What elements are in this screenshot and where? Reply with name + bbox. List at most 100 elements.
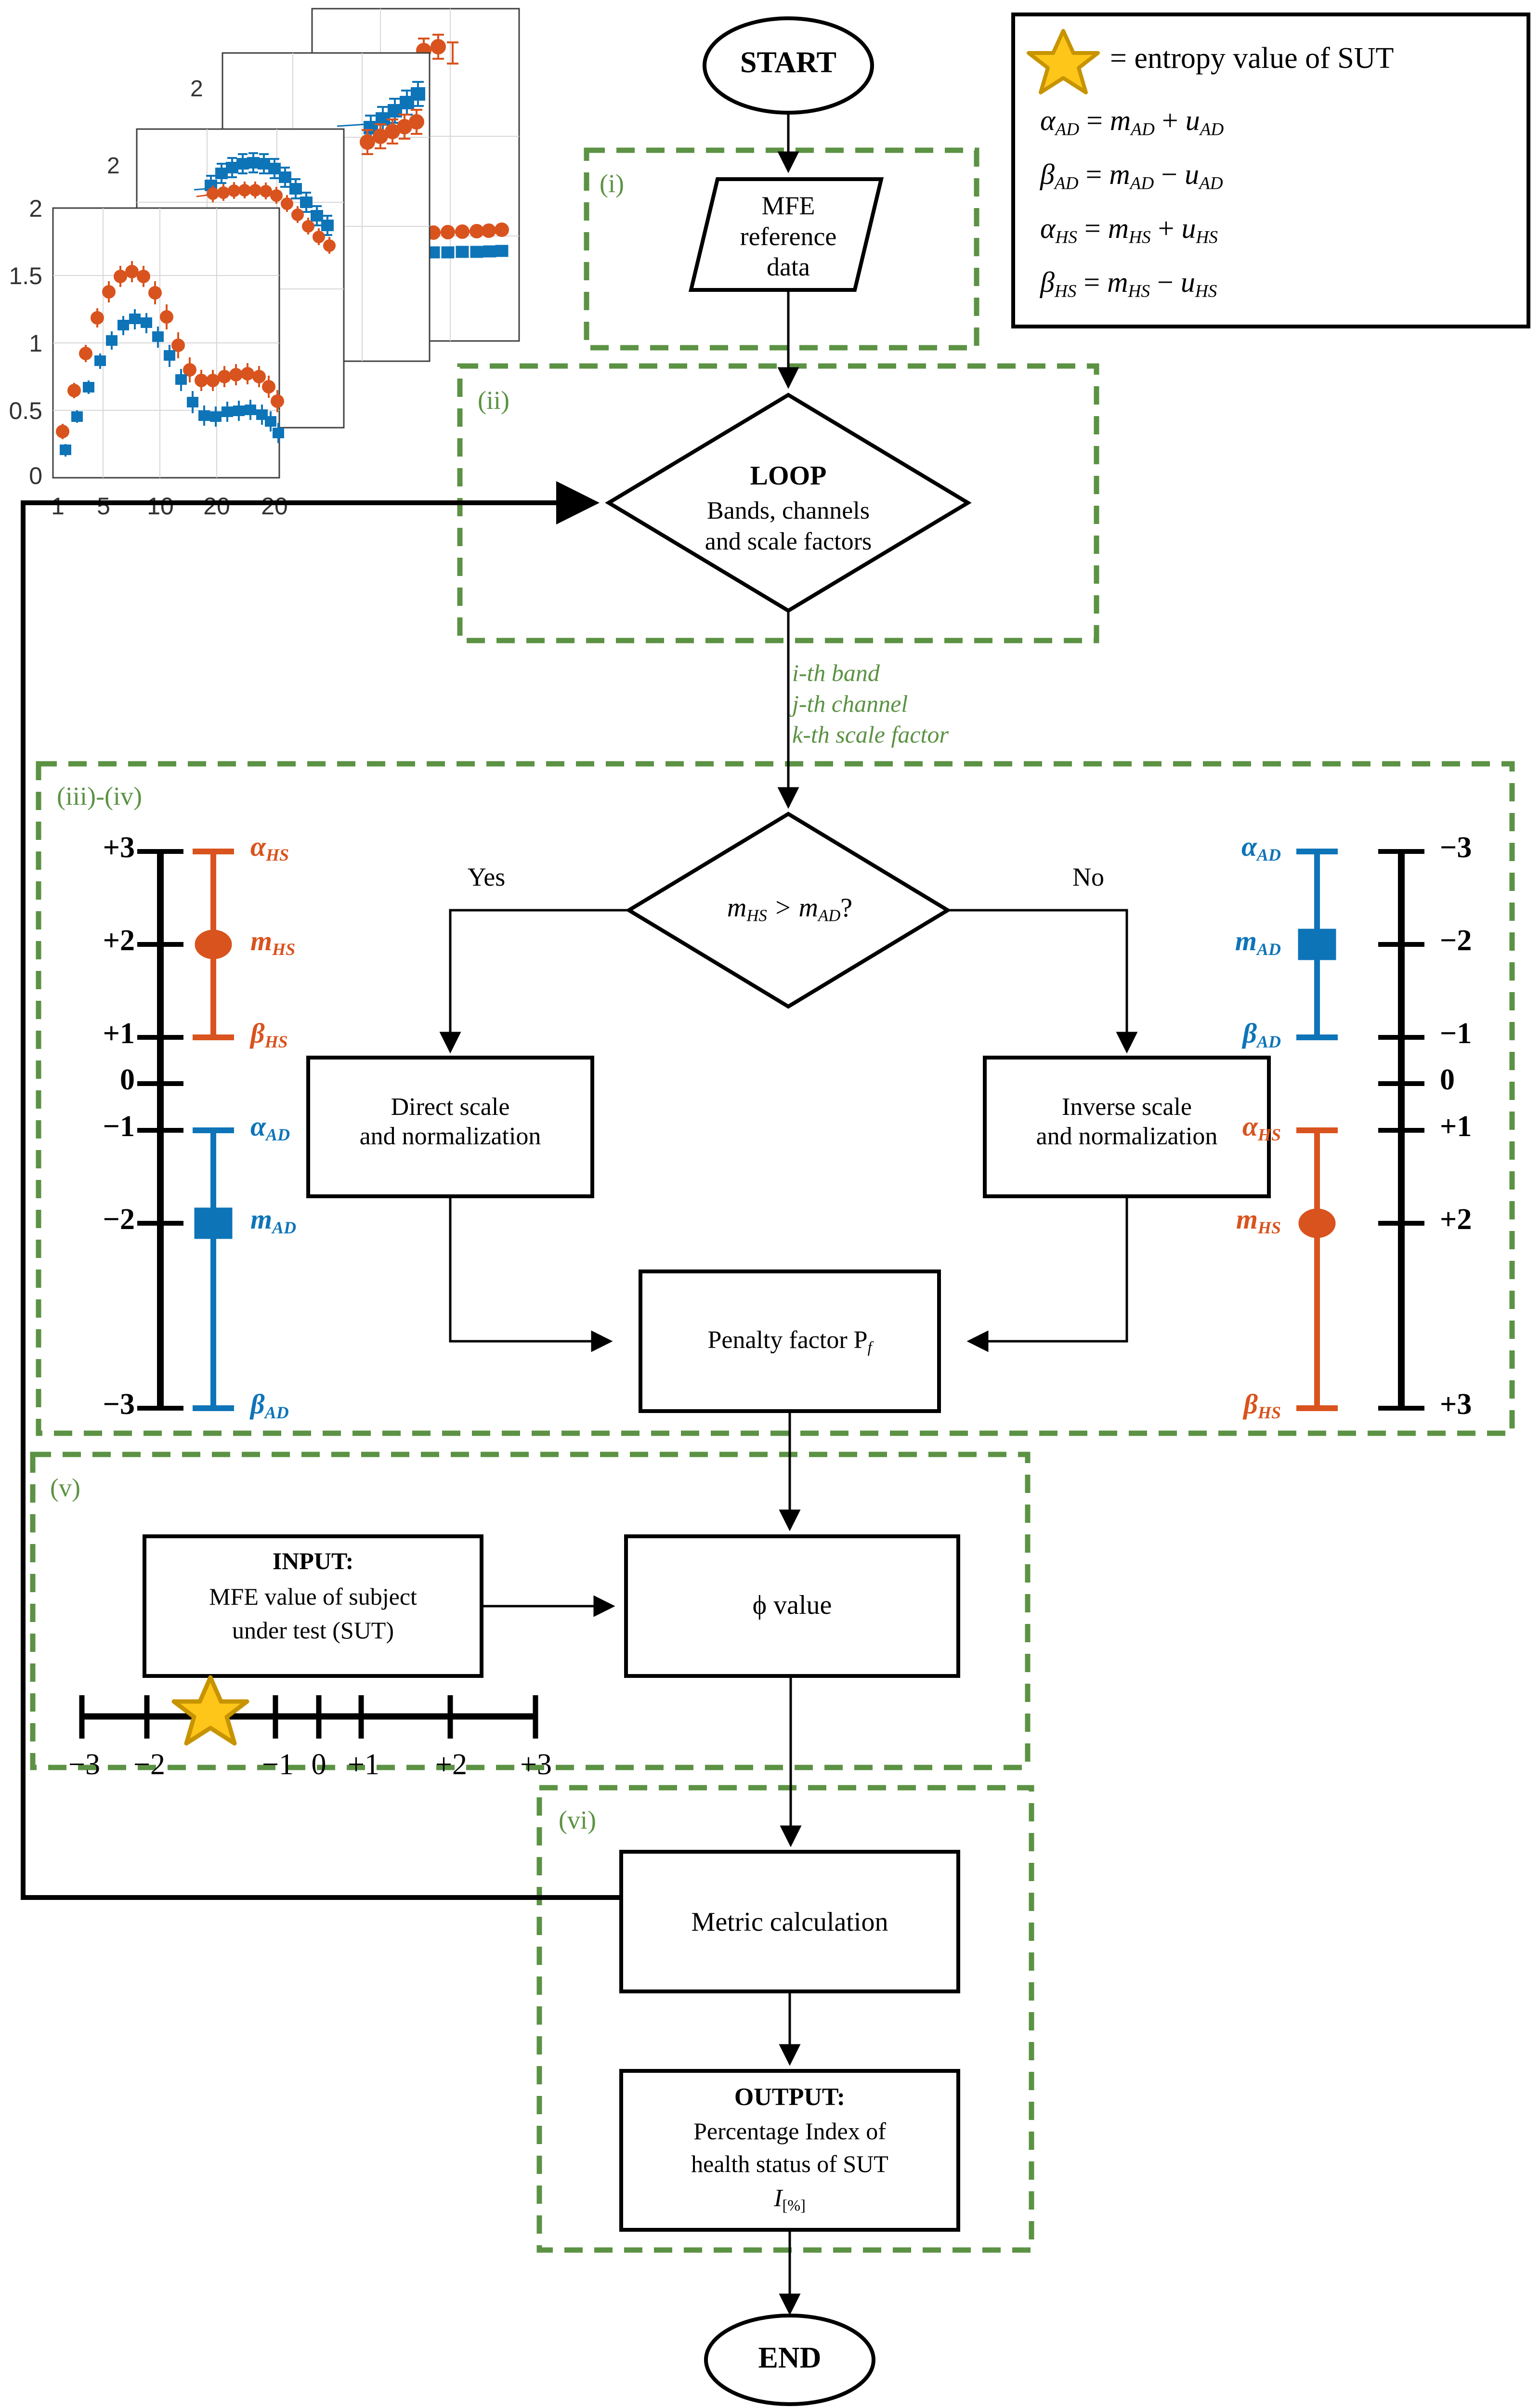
right-hs-errorbar: [1296, 1127, 1338, 1411]
svg-text:20: 20: [203, 493, 230, 520]
penalty-factor-node: [639, 1269, 941, 1413]
entropy-star-icon: [171, 1675, 249, 1746]
input-sut-node: [143, 1534, 483, 1678]
right-tick-label-3: 0: [1440, 1063, 1455, 1096]
svg-text:0.5: 0.5: [9, 397, 42, 424]
mfe-line-3: data: [767, 252, 810, 282]
legend-equation-0: αAD = mAD + uAD: [1040, 105, 1224, 140]
left-tick-label-2: +1: [103, 1017, 135, 1050]
legend-equation-2: αHS = mHS + uHS: [1040, 212, 1218, 248]
direct-scale-line-1: Direct scale: [391, 1093, 510, 1121]
svg-text:2: 2: [107, 153, 120, 179]
right-tick-label-0: −3: [1440, 831, 1472, 864]
input-title: INPUT:: [272, 1547, 354, 1574]
sut-tick-label-0: −3: [68, 1748, 100, 1781]
right-ad-errorbar: [1296, 849, 1338, 1040]
left-tick-label-3: 0: [120, 1063, 135, 1096]
phi-value-label: ϕ value: [752, 1590, 832, 1620]
svg-text:10: 10: [147, 493, 174, 520]
penalty-factor-subscript: f: [867, 1338, 872, 1356]
sut-numberline: [79, 1675, 538, 1746]
metric-calculation-label: Metric calculation: [691, 1907, 888, 1937]
loop-body-line-2: and scale factors: [705, 528, 872, 555]
input-line-1: MFE value of subject: [209, 1583, 417, 1610]
inverse-scale-label: Inverse scale and normalization: [990, 1092, 1264, 1152]
loop-body-line-1: Bands, channels: [707, 497, 870, 524]
left-scale-axis: [137, 849, 183, 1411]
left-beta-hs-label: βHS: [250, 1018, 288, 1052]
direct-scale-label: Direct scale and normalization: [313, 1092, 587, 1152]
legend-star-icon: [1027, 29, 1100, 94]
decision-sub2: AD: [818, 906, 841, 925]
left-alpha-ad-label: αAD: [250, 1111, 290, 1145]
right-tick-label-1: −2: [1440, 924, 1472, 957]
legend-star-text: = entropy value of SUT: [1110, 42, 1394, 75]
no-branch-line: [948, 909, 1138, 1054]
right-m-hs-label: mHS: [1236, 1204, 1281, 1238]
legend-equation-3: βHS = mHS − uHS: [1040, 266, 1217, 301]
stage-label-v: (v): [50, 1473, 80, 1502]
output-node: [619, 2069, 960, 2232]
loop-annotation-band: i-th band: [792, 659, 880, 686]
left-alpha-hs-label: αHS: [250, 831, 289, 865]
svg-text:5: 5: [97, 493, 110, 520]
end-label: END: [758, 2342, 822, 2374]
right-tick-label-6: +3: [1440, 1388, 1472, 1421]
inverse-scale-line-2: and normalization: [1036, 1123, 1218, 1151]
mfe-reference-data-node: [688, 177, 884, 292]
output-symbol-label: I[%]: [624, 2184, 956, 2214]
output-line-1: Percentage Index of: [693, 2118, 886, 2145]
stage-label-ii: (ii): [478, 386, 509, 415]
sut-tick-label-3: 0: [311, 1748, 326, 1781]
stage-label-i: (i): [600, 169, 624, 198]
sut-tick-label-6: +3: [520, 1748, 552, 1781]
svg-text:0: 0: [29, 462, 42, 489]
stage-vi-container: [536, 1785, 1034, 2253]
right-beta-hs-label: βHS: [1243, 1388, 1281, 1423]
direct-to-penalty-line: [449, 1196, 613, 1352]
decision-q: ?: [840, 893, 853, 923]
phi-value-node: [624, 1534, 960, 1678]
decision-m2: m: [798, 893, 818, 923]
decision-op: >: [767, 893, 799, 923]
comparison-decision-node: [625, 811, 952, 1009]
sut-tick-label-2: −1: [262, 1748, 294, 1781]
svg-text:1.5: 1.5: [9, 262, 42, 289]
loop-annotation-channel: j-th channel: [792, 690, 908, 717]
comparison-decision-label: mHS > mAD?: [669, 892, 910, 926]
legend-equation-1: βAD = mAD − uAD: [1040, 158, 1223, 194]
stage-v-container: [30, 1452, 1031, 1770]
right-beta-ad-label: βAD: [1242, 1018, 1281, 1052]
left-m-hs-label: mHS: [250, 925, 296, 959]
direct-scale-line-2: and normalization: [359, 1123, 541, 1151]
svg-text:20: 20: [261, 493, 288, 520]
left-m-ad-label: mAD: [250, 1204, 297, 1238]
right-alpha-ad-label: αAD: [1241, 831, 1281, 865]
left-tick-label-4: −1: [103, 1110, 135, 1143]
no-label: No: [1072, 863, 1104, 891]
sut-tick-label-5: +2: [435, 1748, 467, 1781]
input-line-2: under test (SUT): [232, 1617, 394, 1644]
right-alpha-hs-label: αHS: [1242, 1111, 1281, 1145]
svg-text:2: 2: [190, 76, 203, 102]
output-line-2: health status of SUT: [691, 2150, 888, 2177]
stage-i-container: [584, 147, 979, 351]
direct-scale-node: [306, 1056, 594, 1198]
yes-label: Yes: [467, 863, 506, 891]
penalty-factor-label: Penalty factor Pf: [645, 1325, 934, 1356]
right-tick-label-5: +2: [1440, 1203, 1472, 1236]
svg-text:1: 1: [51, 493, 65, 520]
end-node: [704, 2314, 875, 2406]
mfe-line-1: MFE: [761, 191, 815, 220]
left-hs-errorbar: [193, 849, 234, 1040]
penalty-factor-text: Penalty factor P: [707, 1326, 868, 1354]
right-tick-label-4: +1: [1440, 1110, 1472, 1143]
legend-box: [1011, 13, 1530, 328]
feedback-loop-line: [21, 481, 621, 1900]
left-tick-label-1: +2: [103, 924, 135, 957]
right-tick-label-2: −1: [1440, 1017, 1472, 1050]
thumbnail-chart-1: 2 1.5 1 0.5 0 1 5 10 20 20: [9, 195, 287, 520]
